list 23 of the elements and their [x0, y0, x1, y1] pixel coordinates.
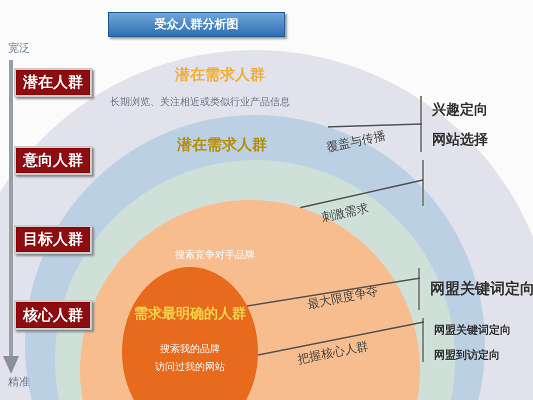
- edge-label: 覆盖与传播: [324, 127, 388, 157]
- option-text: 兴趣定向: [432, 101, 488, 119]
- option-text: 网站选择: [432, 131, 488, 149]
- leader-line: [258, 321, 424, 356]
- option-text: 网盟关键词定向: [434, 322, 511, 338]
- circle-heading: 需求最明确的人群: [134, 305, 246, 323]
- edge-label: 把握核心人群: [296, 338, 370, 368]
- edge-label: 刺激需求: [320, 200, 370, 226]
- title-banner: 受众人群分析图: [108, 12, 285, 37]
- leader-line: [247, 277, 420, 307]
- circle-text: 搜索我的品牌: [160, 342, 220, 356]
- circle-text: 长期浏览、关注相近或类似行业产品信息: [110, 96, 290, 109]
- edge-label: 最大限度争夺: [306, 282, 380, 314]
- scale-label: 宽泛: [8, 40, 30, 56]
- scale-label: 精准: [8, 374, 30, 390]
- leader-line: [300, 179, 424, 208]
- circle-heading: 搜索竞争对手品牌: [175, 248, 255, 262]
- circle-heading: 潜在需求人群: [177, 136, 267, 154]
- leader-line: [328, 123, 422, 128]
- option-text: 网盟到访定向: [434, 348, 500, 362]
- circle-text: 访问过我的网站: [155, 360, 225, 374]
- circle-heading: 潜在需求人群: [175, 66, 265, 84]
- option-text: 网盟关键词定向: [430, 280, 533, 298]
